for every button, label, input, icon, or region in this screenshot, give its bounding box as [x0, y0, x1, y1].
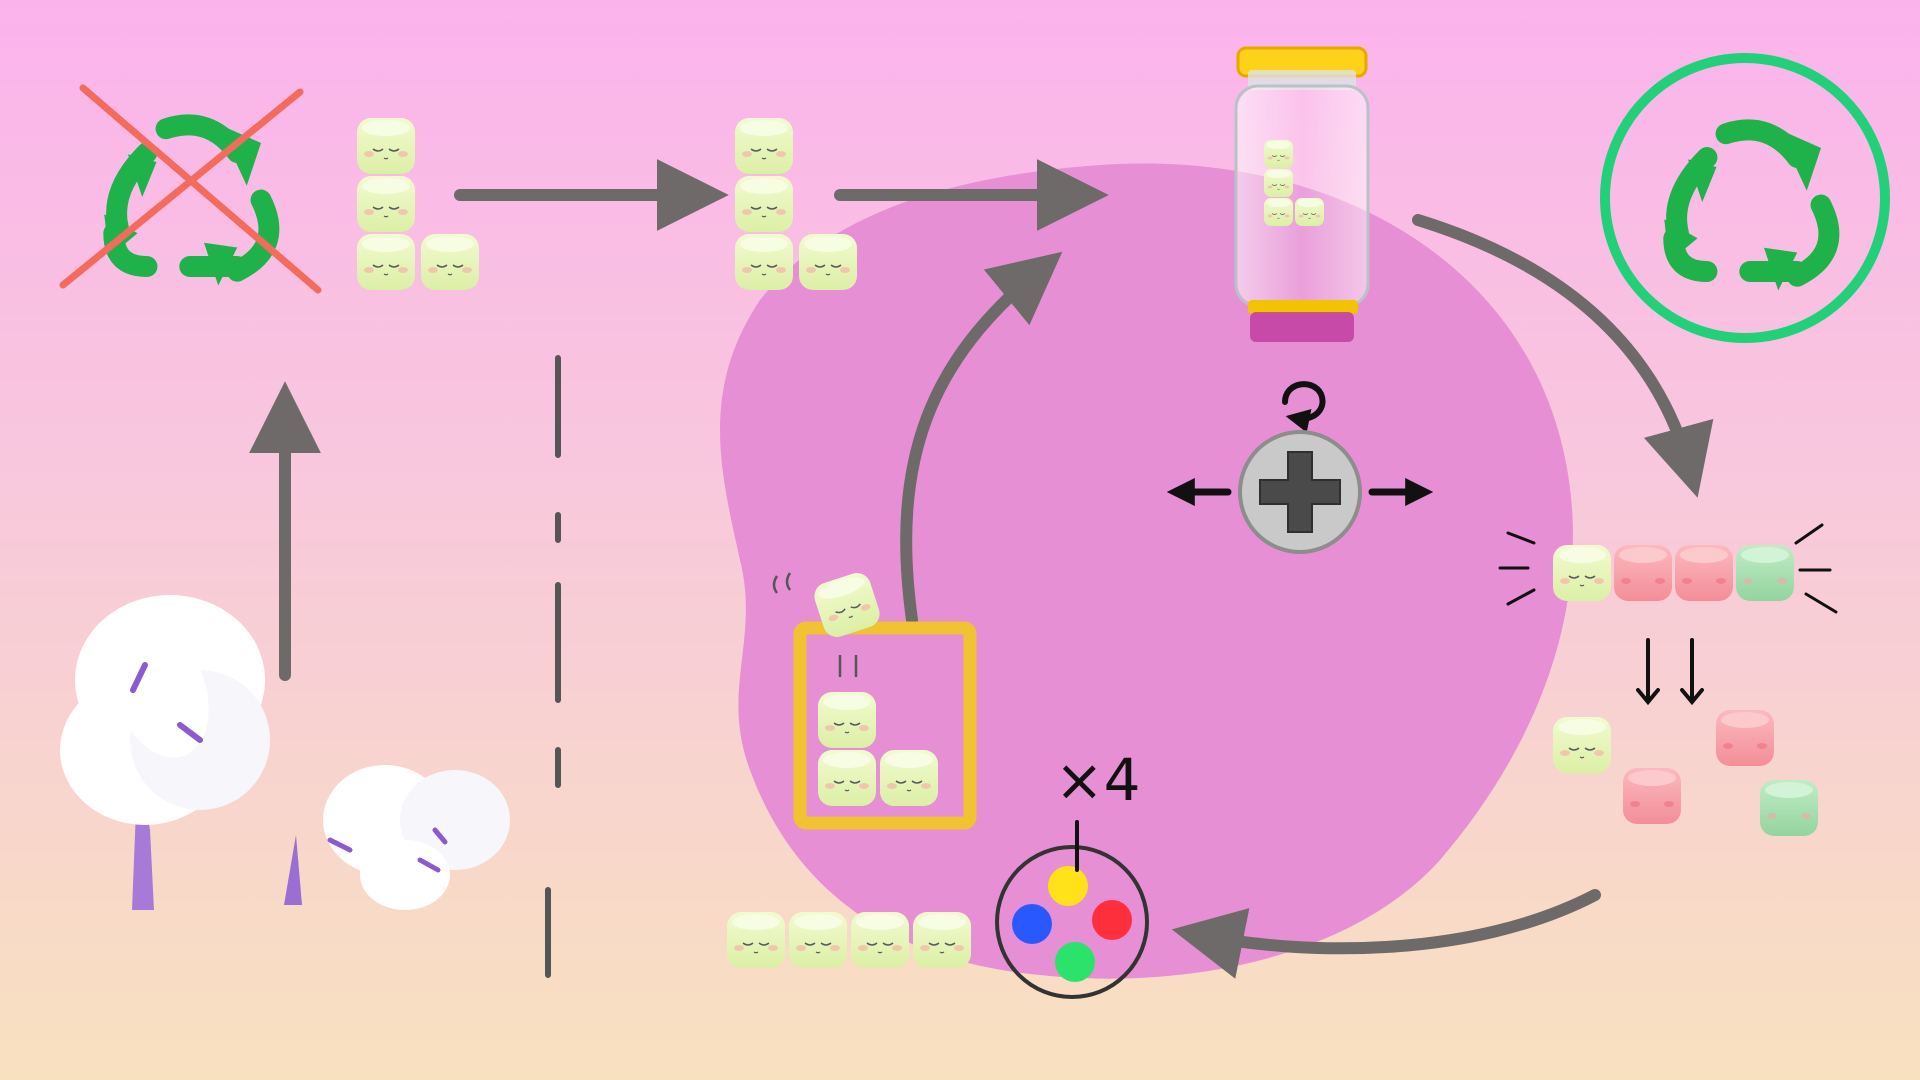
divider-line — [545, 355, 561, 978]
cleared-pieces — [1552, 710, 1818, 836]
multiplier-label: ×4 — [1055, 746, 1141, 814]
cycle-arrow-bottom — [1171, 889, 1601, 979]
crossed-recycle-icon — [59, 84, 322, 290]
matching-row — [1498, 523, 1838, 614]
cycle-arrow-left — [900, 251, 1063, 626]
color-buttons-icon — [995, 820, 1149, 999]
l-piece-start — [356, 117, 480, 291]
row-of-four — [726, 911, 972, 969]
jar-icon — [1234, 46, 1370, 342]
recycle-icon — [1600, 53, 1890, 343]
cotton-trees-icon — [60, 595, 510, 910]
dpad-icon — [1238, 430, 1362, 554]
rotate-icon — [1282, 381, 1326, 433]
fall-arrows — [1636, 638, 1704, 706]
placement-frame — [772, 568, 977, 830]
cycle-arrow-right — [1412, 214, 1714, 498]
